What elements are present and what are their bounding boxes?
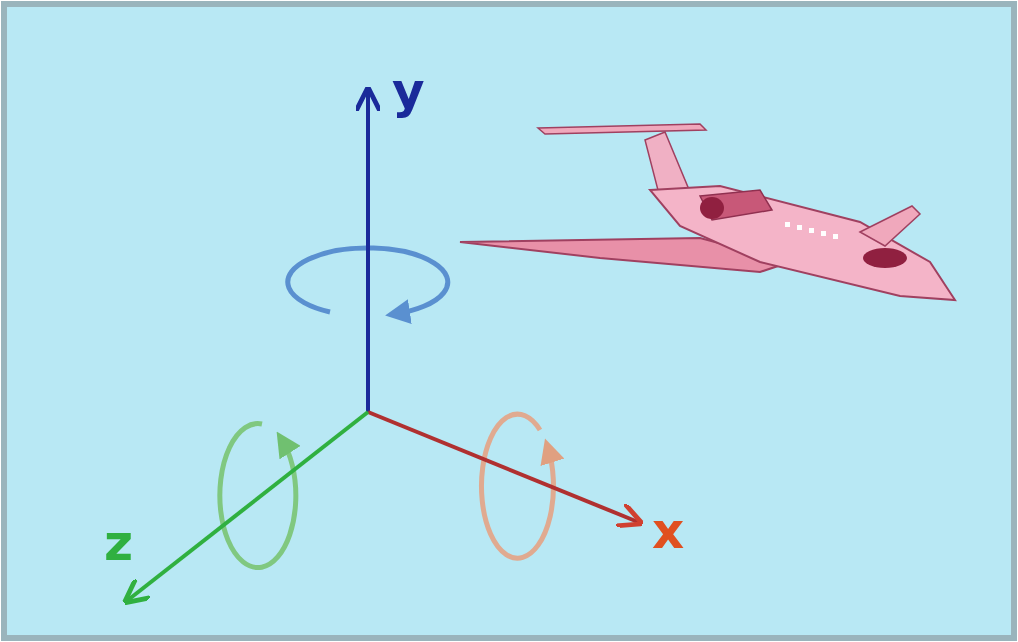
airplane xyxy=(460,124,955,300)
y-axis xyxy=(366,92,370,412)
x-axis xyxy=(368,412,638,522)
rotation-x xyxy=(481,414,553,558)
background-panel xyxy=(4,4,1014,638)
y-axis-label: y xyxy=(392,66,425,116)
z-axis xyxy=(128,412,368,600)
x-axis-label: x xyxy=(652,506,684,556)
z-axis-label: z xyxy=(104,518,133,568)
rotation-z xyxy=(220,424,296,568)
